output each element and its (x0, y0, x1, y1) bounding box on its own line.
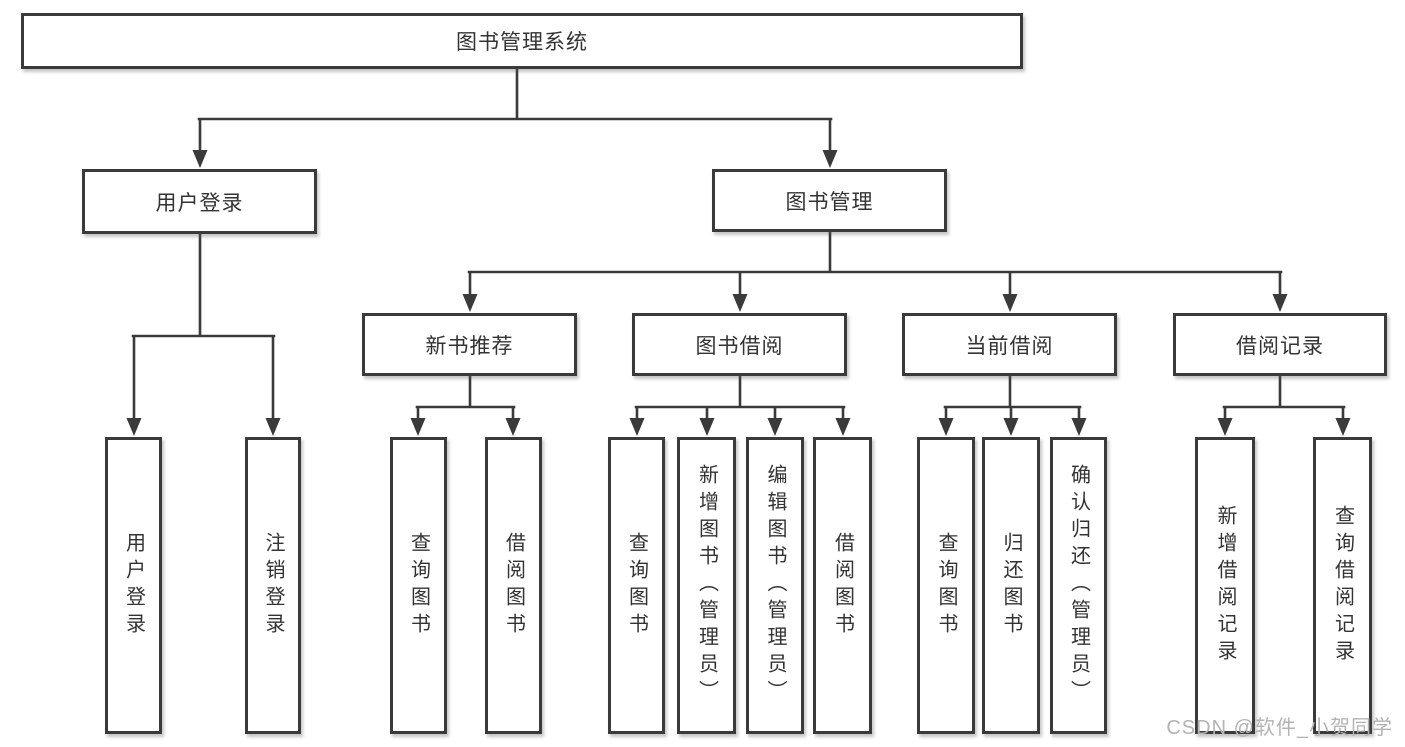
leaf-label: 新增借阅记录 (1214, 504, 1236, 667)
leaf-user-login: 用户登录 (105, 437, 162, 734)
leaf-query-books-current: 查询图书 (917, 437, 975, 734)
leaf-return-books: 归还图书 (982, 437, 1040, 734)
leaf-add-borrow-record: 新增借阅记录 (1195, 437, 1255, 734)
node-label: 借阅记录 (1236, 334, 1324, 358)
leaf-label: 查询图书 (935, 531, 957, 640)
leaf-borrow-books-recommend: 借阅图书 (485, 437, 542, 734)
leaf-edit-books-admin: 编辑图书（管理员） (746, 437, 804, 734)
node-label: 图书管理系统 (456, 31, 588, 54)
csdn-watermark: CSDN @软件_小贺同学 (1166, 717, 1393, 739)
leaf-label: 查询借阅记录 (1331, 504, 1354, 667)
node-label: 当前借阅 (965, 334, 1054, 358)
leaf-query-books-borrow: 查询图书 (608, 437, 665, 734)
node-book-borrow: 图书借阅 (632, 313, 847, 376)
leaf-label: 确认归还（管理员） (1067, 464, 1090, 707)
node-label: 新书推荐 (425, 334, 514, 358)
leaf-label: 借阅图书 (502, 531, 525, 640)
node-label: 用户登录 (155, 191, 244, 215)
leaf-confirm-return-admin: 确认归还（管理员） (1050, 437, 1107, 734)
leaf-query-borrow-record: 查询借阅记录 (1313, 437, 1372, 734)
leaf-label: 查询图书 (625, 531, 648, 640)
leaf-logout: 注销登录 (245, 437, 301, 734)
node-label: 图书借阅 (695, 334, 784, 358)
node-borrow-records: 借阅记录 (1173, 313, 1387, 376)
leaf-label: 注销登录 (262, 531, 284, 640)
node-current-borrow: 当前借阅 (902, 313, 1117, 376)
leaf-label: 借阅图书 (831, 531, 854, 640)
leaf-query-books-recommend: 查询图书 (390, 437, 447, 734)
node-system-root: 图书管理系统 (21, 13, 1023, 69)
leaf-label: 用户登录 (122, 531, 145, 640)
leaf-add-books-admin: 新增图书（管理员） (677, 437, 736, 734)
node-book-management: 图书管理 (712, 169, 947, 232)
leaf-label: 查询图书 (407, 531, 430, 640)
leaf-label: 新增图书（管理员） (695, 464, 718, 707)
leaf-label: 编辑图书（管理员） (764, 464, 786, 707)
leaf-borrow-books: 借阅图书 (813, 437, 872, 734)
node-user-login: 用户登录 (82, 169, 317, 234)
leaf-label: 归还图书 (1000, 531, 1022, 640)
node-new-book-recommend: 新书推荐 (362, 313, 577, 376)
node-label: 图书管理 (785, 190, 874, 214)
